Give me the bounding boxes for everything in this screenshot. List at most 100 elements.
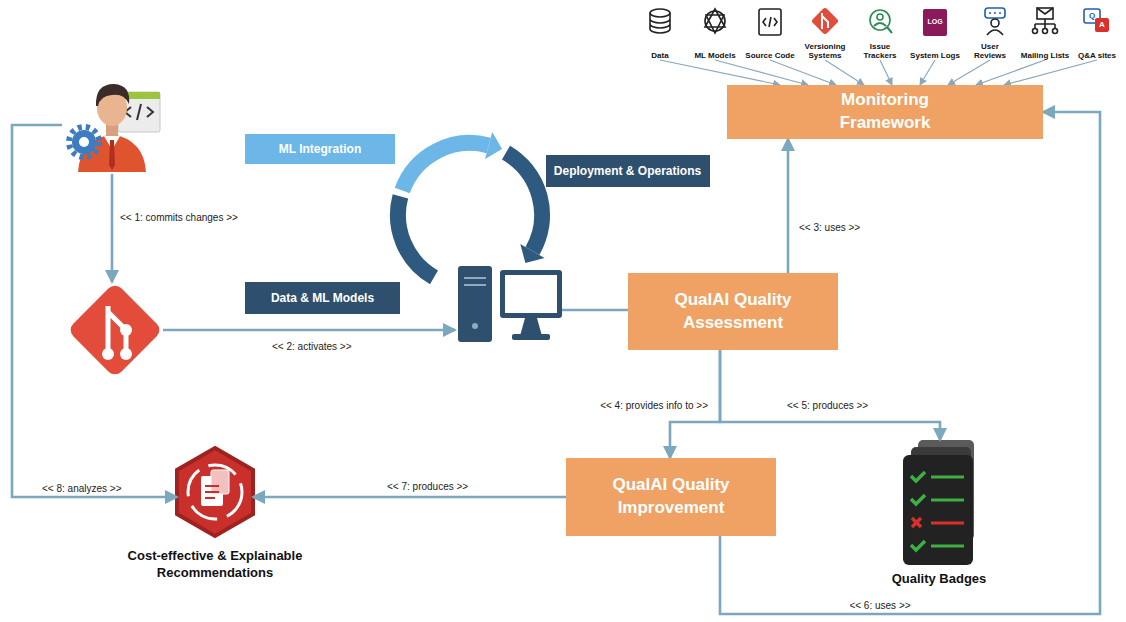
computer-icon xyxy=(458,266,562,342)
drawing-part xyxy=(79,137,89,147)
drawing-part xyxy=(398,196,434,277)
drawing-part xyxy=(500,270,562,318)
drawing-part xyxy=(822,13,828,29)
source-arrow xyxy=(920,60,935,85)
source-node: Issue Trackers xyxy=(853,6,907,60)
developer-node xyxy=(62,78,162,174)
node-label: Deployment & Operations xyxy=(554,164,701,178)
drawing-part xyxy=(109,140,115,170)
node-caption: Quality Badges xyxy=(869,571,1009,588)
node-label: QualAI Quality Improvement xyxy=(586,474,756,520)
node-label: QualAI Quality Assessment xyxy=(648,289,818,335)
recommendations-icon xyxy=(177,448,253,536)
badges-icon xyxy=(903,440,974,565)
drawing-part xyxy=(985,8,1005,18)
source-arrow xyxy=(948,60,990,85)
node-label: Monitoring Framework xyxy=(800,89,970,135)
drawing-part xyxy=(205,497,215,499)
drawing-part xyxy=(96,84,129,106)
source-arrow xyxy=(770,60,836,85)
node-label: Source Code xyxy=(744,51,796,60)
source-arrow xyxy=(825,60,864,85)
flow-arrow xyxy=(253,496,566,499)
git-icon xyxy=(67,282,163,378)
drawing-part xyxy=(931,476,964,479)
source-node: ML Models xyxy=(688,6,742,60)
edge-label: << 5: produces >> xyxy=(785,400,870,411)
drawing-part xyxy=(1033,29,1038,34)
node-label: Mailing Lists xyxy=(1019,51,1071,60)
drawing-part xyxy=(705,9,725,33)
drawing-part xyxy=(520,318,542,336)
icon-text: Q xyxy=(1089,12,1095,20)
process-box: QualAI Quality Assessment xyxy=(628,273,838,350)
source-node: Data xyxy=(633,6,687,60)
node-label: Q&A sites xyxy=(1071,51,1123,60)
drawing-part xyxy=(991,19,999,27)
drawing-part xyxy=(931,522,964,525)
drawing-part xyxy=(911,541,925,550)
phase-box: Data & ML Models xyxy=(245,282,400,314)
drawing-part xyxy=(931,499,964,502)
git-node xyxy=(67,282,163,378)
icon-text: A xyxy=(1099,21,1105,29)
node-label: Versioning Systems xyxy=(799,42,851,60)
flow-arrow xyxy=(787,139,790,273)
drawing-part xyxy=(923,9,947,36)
edge-label: << 6: uses >> xyxy=(847,600,912,611)
source-arrow xyxy=(1004,60,1097,85)
drawing-part xyxy=(458,266,492,342)
edge-label: << 4: provides info to >> xyxy=(598,400,710,411)
flow-arrow xyxy=(562,309,628,312)
drawing-part xyxy=(911,472,925,481)
node-label: ML Integration xyxy=(279,142,361,156)
process-box: QualAI Quality Improvement xyxy=(566,458,776,536)
flow-arrow xyxy=(111,174,114,282)
drawing-part xyxy=(125,104,153,120)
flow-arrow xyxy=(720,112,1100,614)
source-node: Q&A sites xyxy=(1070,6,1124,60)
drawing-part xyxy=(520,244,544,263)
drawing-part xyxy=(912,518,921,527)
edge-label: << 1: commits changes >> xyxy=(118,212,240,223)
drawing-part xyxy=(205,491,219,493)
source-node: User Reviews xyxy=(963,6,1017,60)
drawing-part xyxy=(1053,29,1058,34)
drawing-part xyxy=(120,324,132,336)
drawing-part xyxy=(1043,29,1048,34)
node-label: Issue Trackers xyxy=(854,42,906,60)
phase-box: ML Integration xyxy=(245,134,395,164)
drawing-part xyxy=(67,282,163,378)
drawing-part xyxy=(989,12,1001,14)
drawing-part xyxy=(72,130,96,154)
drawing-part xyxy=(987,30,1003,35)
source-arrow xyxy=(880,60,892,85)
node-label: System Logs xyxy=(909,51,961,60)
edge-label: << 3: uses >> xyxy=(797,222,862,233)
node-caption: Cost-effective & Explainable Recommendat… xyxy=(110,548,320,582)
drawing-part xyxy=(512,334,550,340)
node-label: ML Models xyxy=(689,51,741,60)
drawing-part xyxy=(874,23,892,33)
drawing-part xyxy=(650,9,670,17)
drawing-part xyxy=(650,13,670,33)
source-node: Mailing Lists xyxy=(1018,6,1072,60)
drawing-part xyxy=(177,448,253,536)
edge-label: << 7: produces >> xyxy=(385,481,470,492)
source-node: Source Code xyxy=(743,6,797,60)
flow-arrow xyxy=(720,350,940,440)
drawing-part xyxy=(811,7,839,35)
drawing-part xyxy=(931,545,964,548)
node-label: Data xyxy=(634,51,686,60)
process-box: Monitoring Framework xyxy=(727,85,1043,139)
drawing-part xyxy=(759,9,781,35)
drawing-part xyxy=(102,348,114,360)
drawing-part xyxy=(464,284,486,286)
drawing-part xyxy=(1035,8,1055,28)
drawing-part xyxy=(120,348,132,360)
flow-arrow xyxy=(163,329,455,332)
cycle-arrows xyxy=(398,132,545,278)
drawing-part xyxy=(903,455,973,565)
